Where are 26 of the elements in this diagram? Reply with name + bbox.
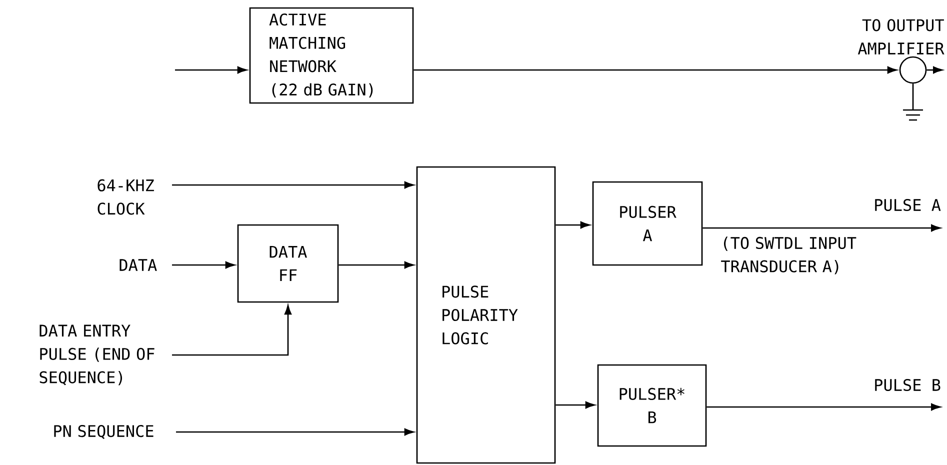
arrow [338,261,414,269]
block-box: DATA FF [237,224,339,303]
signal-name: DATA ENTRY PULSE (END OF SEQUENCE) [40,324,154,386]
arrow [556,401,595,409]
arrow [556,221,590,229]
signal-name: TO OUTPUT AMPLIFIER [858,19,944,54]
block-box: ACTIVE MATCHING NETWORK (22 dB GAIN) [249,7,414,104]
edge-label: PULSE A [872,198,942,212]
block-box: PULSER* B [597,364,707,447]
arrow [172,181,414,189]
note-text: (TO SWTDL INPUT TRANSDUCER A) [721,236,856,274]
block-box: PULSE POLARITY LOGIC [416,166,556,464]
arrow [172,305,292,356]
arrow [172,261,235,269]
arrow [176,428,414,436]
signal-name: 64-KHZ CLOCK [98,179,154,215]
block-box: PULSER A [592,181,703,266]
signal-name: PN SEQUENCE [54,425,154,439]
output-connector-symbol [899,56,927,84]
arrow [175,66,247,74]
edge-label: PULSE B [872,378,942,392]
arrow [706,403,941,411]
arrow [926,66,943,74]
signal-name: DATA [120,259,157,271]
arrow [702,224,941,232]
arrow [414,66,897,74]
